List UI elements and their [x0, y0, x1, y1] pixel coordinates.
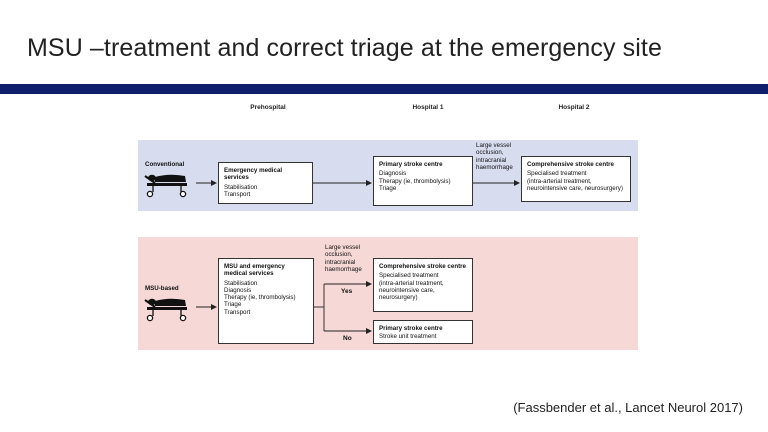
yes-label: Yes [341, 288, 353, 295]
comprehensive-stroke-centre-line: neurointensive care, neurosurgery) [527, 184, 623, 192]
ems-box-title: Emergency medical services [224, 167, 283, 182]
ems-box: Emergency medical services Stabilisation… [218, 162, 313, 204]
msu-primary-stroke-centre-box: Primary stroke centre Stroke unit treatm… [373, 320, 473, 344]
msu-label: MSU-based [145, 285, 179, 292]
msu-ems-line: Transport [224, 308, 251, 316]
msu-condition-note: Large vessel occlusion, intracranial hae… [325, 244, 362, 274]
msu-comprehensive-line: (intra-arterial treatment, [379, 279, 444, 287]
patient-stretcher-icon [144, 298, 187, 322]
primary-stroke-centre-title: Primary stroke centre [379, 161, 443, 168]
column-header-hospital-2: Hospital 2 [558, 104, 590, 111]
msu-comprehensive-line: neurointensive care, [379, 286, 435, 294]
msu-primary-line: Stroke unit treatment [379, 333, 437, 341]
condition-line: haemorrhage [476, 164, 513, 172]
comprehensive-stroke-centre-line: (intra-arterial treatment, [527, 177, 592, 185]
primary-stroke-centre-line: Diagnosis [379, 170, 407, 178]
column-header-hospital-1: Hospital 1 [412, 104, 444, 111]
msu-comprehensive-line: Specialised treatment [379, 272, 439, 280]
column-header-prehospital: Prehospital [250, 104, 286, 111]
msu-ems-title: medical services [224, 270, 274, 278]
primary-stroke-centre-box: Primary stroke centre Diagnosis Therapy … [373, 156, 473, 206]
condition-line: occlusion, [476, 149, 504, 157]
slide-title: MSU –treatment and correct triage at the… [27, 34, 662, 62]
msu-ems-line: Triage [224, 301, 242, 309]
condition-line: intracranial [325, 258, 356, 266]
ems-box-line: Transport [224, 190, 251, 198]
conventional-condition-note: Large vessel occlusion, intracranial hae… [476, 142, 513, 172]
msu-comprehensive-stroke-centre-box: Comprehensive stroke centre Specialised … [373, 258, 473, 312]
title-divider-bar [0, 84, 768, 94]
condition-line: Large vessel [476, 142, 512, 149]
comprehensive-stroke-centre-title: Comprehensive stroke centre [527, 161, 615, 168]
primary-stroke-centre-line: Therapy (ie, thrombolysis) [379, 177, 451, 185]
condition-line: intracranial [476, 156, 507, 164]
ems-box-line: Stabilisation [224, 183, 258, 191]
msu-primary-title: Primary stroke centre [379, 325, 443, 332]
condition-line: haemorrhage [325, 266, 362, 274]
comprehensive-stroke-centre-box: Comprehensive stroke centre Specialised … [521, 156, 631, 202]
msu-comprehensive-title: Comprehensive stroke centre [379, 263, 467, 270]
msu-ems-line: Stabilisation [224, 279, 258, 287]
msu-ems-line: Diagnosis [224, 286, 252, 294]
no-label: No [343, 335, 352, 342]
msu-ems-line: Therapy (ie, thrombolysis) [224, 294, 296, 302]
comprehensive-stroke-centre-line: Specialised treatment [527, 170, 587, 178]
citation: (Fassbender et al., Lancet Neurol 2017) [513, 400, 743, 415]
condition-line: Large vessel [325, 244, 361, 251]
condition-line: occlusion, [325, 251, 353, 259]
msu-ems-box: MSU and emergency medical services Stabi… [218, 258, 314, 344]
conventional-label: Conventional [145, 161, 185, 168]
primary-stroke-centre-line: Triage [379, 184, 397, 192]
msu-ems-title: MSU and emergency [224, 263, 285, 270]
msu-comprehensive-line: neurosurgery) [379, 294, 418, 302]
patient-stretcher-icon [144, 174, 187, 198]
